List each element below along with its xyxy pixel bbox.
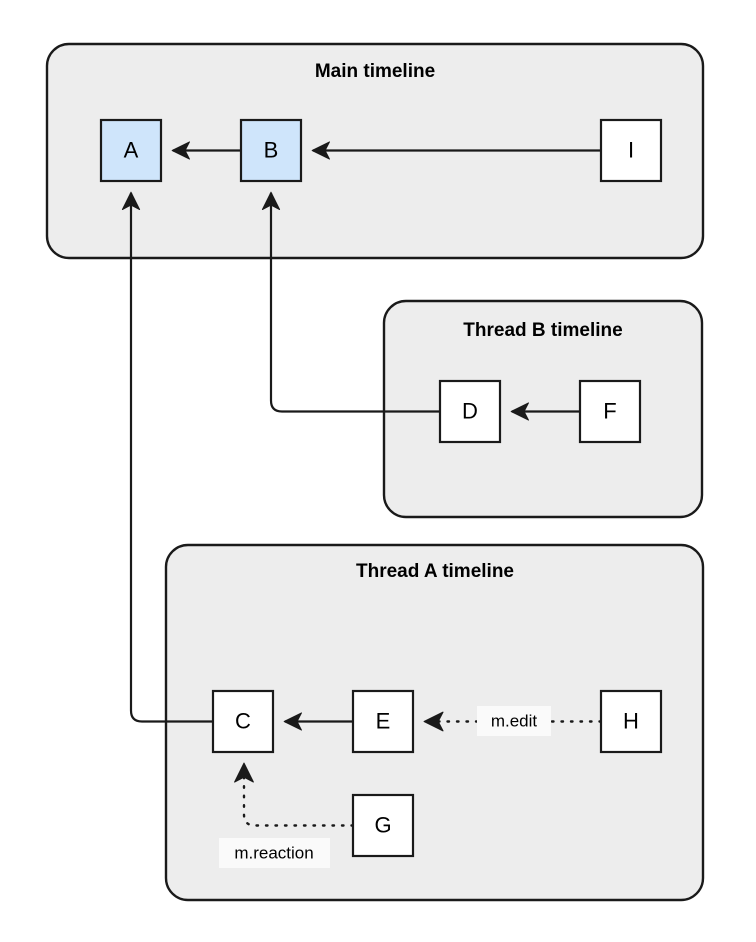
node-e-label: E bbox=[376, 708, 391, 733]
node-a[interactable]: A bbox=[99, 118, 163, 183]
node-h-box bbox=[599, 689, 663, 754]
node-i-label: I bbox=[628, 137, 634, 162]
group-thread-b-timeline-box bbox=[382, 299, 704, 519]
node-i-box bbox=[599, 118, 663, 183]
edge-label-m-reaction-bg bbox=[219, 838, 330, 868]
group-main-timeline-title: Main timeline bbox=[315, 61, 435, 82]
group-thread-b-timeline[interactable]: Thread B timeline bbox=[382, 299, 704, 519]
node-b[interactable]: B bbox=[239, 118, 303, 183]
node-g-box bbox=[351, 793, 415, 858]
node-f-box bbox=[578, 379, 642, 444]
edge-label-m-edit-text: m.edit bbox=[491, 711, 538, 730]
node-e[interactable]: E bbox=[351, 689, 415, 754]
node-d-label: D bbox=[462, 398, 478, 423]
edge-c-to-a[interactable] bbox=[121, 191, 213, 723]
node-a-box bbox=[99, 118, 163, 183]
node-e-box bbox=[351, 689, 415, 754]
node-g-label: G bbox=[374, 812, 391, 837]
edge-label-m-edit-bg bbox=[477, 706, 551, 736]
node-a-label: A bbox=[124, 137, 139, 162]
edge-label-m-edit: m.edit bbox=[477, 706, 551, 736]
node-h[interactable]: H bbox=[599, 689, 663, 754]
node-d[interactable]: D bbox=[438, 379, 502, 444]
node-c[interactable]: C bbox=[211, 689, 275, 754]
group-thread-b-timeline-title: Thread B timeline bbox=[463, 320, 622, 341]
edge-d-to-b[interactable] bbox=[261, 191, 440, 413]
node-b-label: B bbox=[264, 137, 279, 162]
node-c-box bbox=[211, 689, 275, 754]
node-f-label: F bbox=[603, 398, 616, 423]
node-f[interactable]: F bbox=[578, 379, 642, 444]
group-thread-a-timeline-title: Thread A timeline bbox=[356, 561, 514, 582]
node-d-box bbox=[438, 379, 502, 444]
node-b-box bbox=[239, 118, 303, 183]
edge-label-m-reaction-text: m.reaction bbox=[234, 843, 313, 862]
node-i[interactable]: I bbox=[599, 118, 663, 183]
edge-g-to-c[interactable] bbox=[234, 762, 355, 827]
edge-label-m-reaction: m.reaction bbox=[219, 838, 330, 868]
node-c-label: C bbox=[235, 708, 251, 733]
node-h-label: H bbox=[623, 708, 639, 733]
node-g[interactable]: G bbox=[351, 793, 415, 858]
